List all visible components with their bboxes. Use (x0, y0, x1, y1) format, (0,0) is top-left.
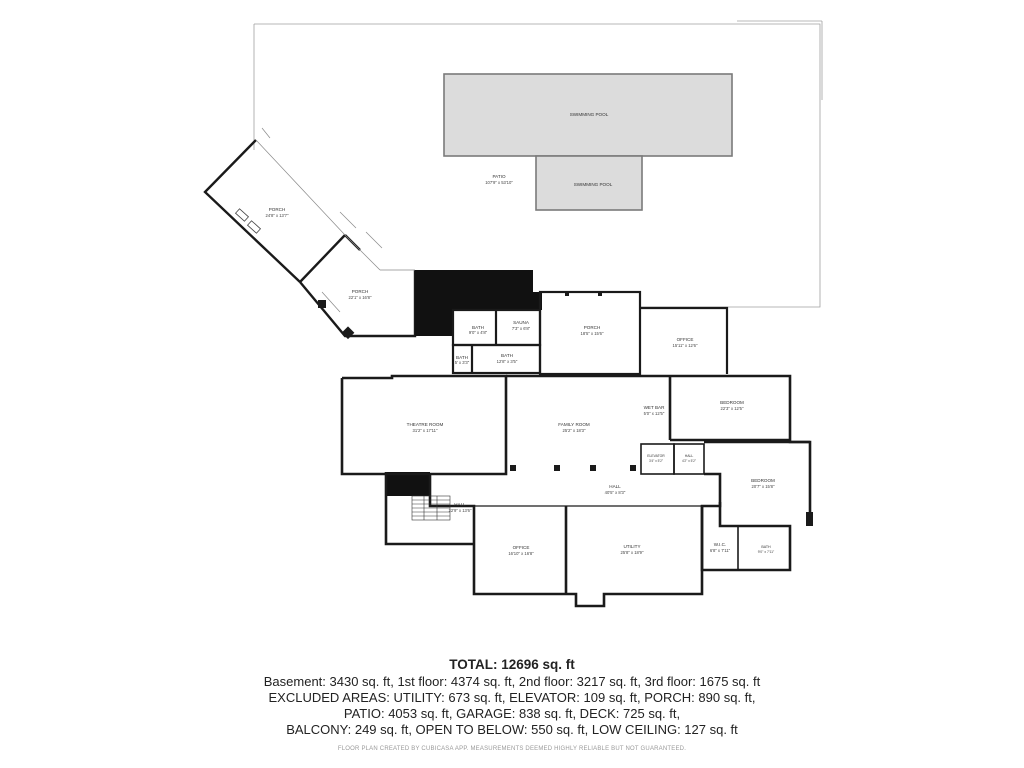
columns (510, 292, 813, 526)
dims-elevator: 3'4" x 5'2" (649, 459, 663, 463)
label-porch-upper: PORCH (269, 207, 286, 212)
porch-railings (255, 127, 415, 313)
label-pool-main: SWIMMING POOL (570, 112, 609, 117)
excluded-areas-1: EXCLUDED AREAS: UTILITY: 673 sq. ft, ELE… (268, 690, 756, 705)
solid-wall-block-2 (386, 472, 430, 496)
label-family: FAMILY ROOM (558, 422, 590, 427)
dims-bath-sauna: 9'0" x 4'8" (469, 330, 488, 335)
main-walls (340, 374, 812, 608)
floor-plan: SWIMMING POOL SWIMMING POOL PATIO 107'9"… (203, 20, 823, 608)
label-hall-stair: HALL (454, 502, 466, 507)
dims-office-lower: 16'10" x 16'8" (508, 551, 534, 556)
dims-utility: 25'8" x 18'9" (621, 550, 644, 555)
disclaimer: FLOOR PLAN CREATED BY CUBICASA APP. MEAS… (337, 746, 687, 752)
label-bath-mid: BATH (501, 353, 513, 358)
dims-bath-bedroom: 9'0" x 7'11" (758, 550, 775, 554)
dims-bath-small: 5' x 3'3" (455, 360, 470, 365)
label-sauna: SAUNA (513, 320, 530, 325)
dims-theatre: 31'2" x 17'11" (413, 428, 438, 433)
total-area: TOTAL: 12696 sq. ft (449, 657, 575, 672)
label-office-lower: OFFICE (513, 545, 530, 550)
dims-sauna: 7'3" x 6'8" (512, 326, 531, 331)
area-summary: TOTAL: 12696 sq. ft Basement: 3430 sq. f… (0, 656, 1024, 752)
excluded-areas-2: PATIO: 4053 sq. ft, GARAGE: 838 sq. ft, … (343, 706, 681, 721)
label-bath-sauna: BATH (472, 325, 484, 330)
dims-hall-small: 4'2" x 5'2" (682, 459, 696, 463)
label-patio: PATIO (492, 174, 506, 179)
column-post (318, 300, 326, 308)
label-bath-small: BATH (456, 355, 468, 360)
dims-wet-bar: 5'0" x 12'5" (644, 411, 665, 416)
upper-rooms-walls (451, 290, 729, 376)
label-office-upper: OFFICE (677, 337, 694, 342)
label-wet-bar: WET BAR (644, 405, 666, 410)
label-porch-center: PORCH (584, 325, 601, 330)
label-elevator: ELEVATOR (647, 454, 665, 458)
dims-wic: 6'8" x 7'11" (710, 548, 731, 553)
label-bedroom-upper: BEDROOM (720, 400, 744, 405)
pool-small (535, 155, 643, 211)
dims-office-upper: 15'11" x 12'6" (673, 343, 698, 348)
label-wic: W.I.C. (714, 542, 727, 547)
patio-outline (253, 20, 823, 308)
dims-hall-stair: 22'9" x 13'6" (449, 508, 472, 513)
dims-porch-center: 18'5" x 15'6" (581, 331, 604, 336)
porch-walls (203, 139, 417, 338)
label-hall-main: HALL (609, 484, 621, 489)
dims-bath-mid: 12'8" x 3'5" (497, 359, 518, 364)
staircase (411, 495, 451, 521)
pool-main (443, 73, 733, 157)
dims-patio: 107'9" x 53'10" (485, 180, 513, 185)
excluded-areas-3: BALCONY: 249 sq. ft, OPEN TO BELOW: 550 … (286, 722, 738, 737)
floor-areas: Basement: 3430 sq. ft, 1st floor: 4374 s… (263, 674, 761, 689)
room-labels: SWIMMING POOL SWIMMING POOL PATIO 107'9"… (266, 112, 776, 556)
dims-porch-lower: 22'1" x 16'8" (349, 295, 372, 300)
solid-wall-block (415, 270, 542, 336)
grill (234, 208, 250, 222)
label-hall-small: HALL (685, 454, 694, 458)
label-bath-bedroom: BATH (761, 545, 771, 549)
dims-family: 25'2" x 18'3" (563, 428, 586, 433)
label-bedroom-lower: BEDROOM (751, 478, 775, 483)
label-utility: UTILITY (623, 544, 640, 549)
column-post-2 (341, 326, 355, 340)
label-pool-small: SWIMMING POOL (574, 182, 613, 187)
dims-bedroom-lower: 20'7" x 15'8" (752, 484, 775, 489)
grill-2 (246, 220, 262, 234)
label-porch-lower: PORCH (352, 289, 369, 294)
label-theatre: THEATRE ROOM (407, 422, 444, 427)
dims-hall-main: 40'5" x 8'3" (605, 490, 626, 495)
dims-bedroom-upper: 22'3" x 12'5" (721, 406, 744, 411)
dims-porch-upper: 24'8" x 13'7" (266, 213, 289, 218)
